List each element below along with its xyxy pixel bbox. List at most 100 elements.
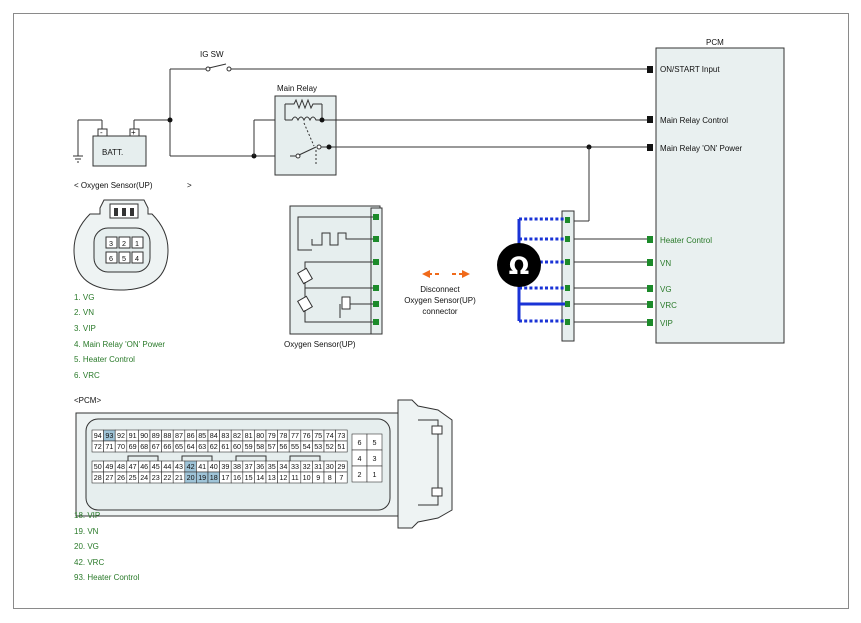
pcm-pin-number: 90	[140, 431, 148, 440]
pcm-pin-number: 55	[291, 442, 299, 451]
pcm-pin-number: 92	[117, 431, 125, 440]
pcm-pin-number: 72	[94, 442, 102, 451]
svg-text:5: 5	[122, 254, 126, 263]
sensor-legend-6: 6. VRC	[74, 371, 100, 380]
pcm-pin-number: 47	[129, 462, 137, 471]
pcm-pin-number: 44	[163, 462, 171, 471]
svg-text:VRC: VRC	[660, 301, 677, 310]
pcm-small-pin-number: 2	[358, 470, 362, 479]
pcm-pin-number: 77	[291, 431, 299, 440]
pcm-pin-number: 54	[303, 442, 311, 451]
pcm-pin-number: 68	[140, 442, 148, 451]
pcm-pin-number: 31	[314, 462, 322, 471]
pcm-small-pin-cell	[366, 465, 383, 483]
sensor-connector-title: < Oxygen Sensor(UP)	[74, 181, 153, 190]
pcm-small-pin-number: 4	[358, 454, 362, 463]
pcm-pin-on-start: ON/START Input	[647, 65, 720, 74]
pcm-pin-number: 34	[279, 462, 287, 471]
pcm-pin-number: 82	[233, 431, 241, 440]
pcm-pin-number: 15	[245, 473, 253, 482]
pcm-pin-number: 63	[198, 442, 206, 451]
main-relay-label: Main Relay	[277, 84, 317, 93]
pcm-pin-number: 51	[337, 442, 345, 451]
pcm-pin-number: 43	[175, 462, 183, 471]
pcm-pin-number: 40	[210, 462, 218, 471]
pcm-pin-main-relay-control: Main Relay Control	[647, 116, 728, 125]
pcm-pin-number: 41	[198, 462, 206, 471]
pcm-pin-number: 52	[326, 442, 334, 451]
sensor-legend-5: 5. Heater Control	[74, 355, 135, 364]
svg-text:6: 6	[109, 254, 113, 263]
pcm-pin-number: 13	[268, 473, 276, 482]
pcm-pin-number: 23	[152, 473, 160, 482]
svg-text:Heater Control: Heater Control	[660, 236, 712, 245]
pcm-pin-number: 61	[221, 442, 229, 451]
pcm-pin-number: 48	[117, 462, 125, 471]
pcm-pin-cell	[335, 440, 348, 453]
pcm-legend-5: 93. Heater Control	[74, 573, 140, 582]
sensor-connector-face: 3 2 1 6 5 4	[73, 199, 169, 291]
pcm-legend-4: 42. VRC	[74, 558, 105, 567]
battery-label: BATT.	[102, 148, 123, 157]
pcm-pin-number: 84	[210, 431, 218, 440]
pcm-pin-number: 35	[268, 462, 276, 471]
svg-text:Ω: Ω	[509, 252, 529, 280]
pcm-pin-number: 46	[140, 462, 148, 471]
pcm-title: PCM	[706, 38, 724, 47]
pcm-pin-number: 29	[337, 462, 345, 471]
pcm-pin-number: 37	[245, 462, 253, 471]
pcm-pin-number: 73	[337, 431, 345, 440]
pcm-pin-number: 16	[233, 473, 241, 482]
pcm-pin-number: 53	[314, 442, 322, 451]
pcm-small-pin-number: 5	[373, 438, 377, 447]
pcm-pin-number: 94	[94, 431, 102, 440]
pcm-pin-number: 59	[245, 442, 253, 451]
svg-text:4: 4	[135, 254, 139, 263]
pcm-pin-number: 80	[256, 431, 264, 440]
pcm-pin-number: 87	[175, 431, 183, 440]
pcm-pin-number: 30	[326, 462, 334, 471]
pcm-pin-number: 21	[175, 473, 183, 482]
pcm-pin-number: 7	[339, 473, 343, 482]
pcm-pin-main-relay-power: Main Relay 'ON' Power	[647, 144, 743, 153]
pcm-pin-number: 57	[268, 442, 276, 451]
svg-text:3: 3	[109, 239, 113, 248]
ohmmeter-icon: Ω	[497, 243, 541, 287]
disconnect-note-1: Disconnect	[420, 285, 460, 294]
pcm-pin-number: 20	[187, 473, 195, 482]
diagram-frame	[13, 13, 849, 609]
svg-text:Main Relay Control: Main Relay Control	[660, 116, 728, 125]
pcm-pin-number: 19	[198, 473, 206, 482]
breakout-terminals	[565, 217, 570, 325]
pcm-legend-2: 19. VN	[74, 527, 99, 536]
pcm-pin-number: 62	[210, 442, 218, 451]
pcm-pin-number: 74	[326, 431, 334, 440]
pcm-pin-number: 8	[328, 473, 332, 482]
pcm-pin-number: 75	[314, 431, 322, 440]
pcm-pin-number: 71	[105, 442, 113, 451]
pcm-pin-heater-control: Heater Control	[647, 236, 712, 245]
pcm-pin-number: 45	[152, 462, 160, 471]
pcm-pin-vn: VN	[647, 259, 671, 268]
pcm-pin-number: 78	[279, 431, 287, 440]
sensor-legend-2: 2. VN	[74, 308, 95, 317]
pcm-legend-1: 18. VIP	[74, 511, 101, 520]
pcm-pin-number: 58	[256, 442, 264, 451]
pcm-pin-number: 49	[105, 462, 113, 471]
disconnect-note-2: Oxygen Sensor(UP)	[404, 296, 476, 305]
pcm-pin-number: 56	[279, 442, 287, 451]
pcm-pin-number: 36	[256, 462, 264, 471]
sensor-legend-1: 1. VG	[74, 293, 95, 302]
pcm-pin-number: 33	[291, 462, 299, 471]
pcm-pin-number: 50	[94, 462, 102, 471]
pcm-pin-number: 69	[129, 442, 137, 451]
pcm-legend-3: 20. VG	[74, 542, 99, 551]
pcm-pin-number: 10	[303, 473, 311, 482]
svg-text:VN: VN	[660, 259, 671, 268]
oxygen-sensor-label: Oxygen Sensor(UP)	[284, 340, 356, 349]
sensor-legend-4: 4. Main Relay 'ON' Power	[74, 340, 166, 349]
pcm-pin-number: 88	[163, 431, 171, 440]
pcm-pin-number: 38	[233, 462, 241, 471]
svg-text:Main Relay 'ON' Power: Main Relay 'ON' Power	[660, 144, 743, 153]
